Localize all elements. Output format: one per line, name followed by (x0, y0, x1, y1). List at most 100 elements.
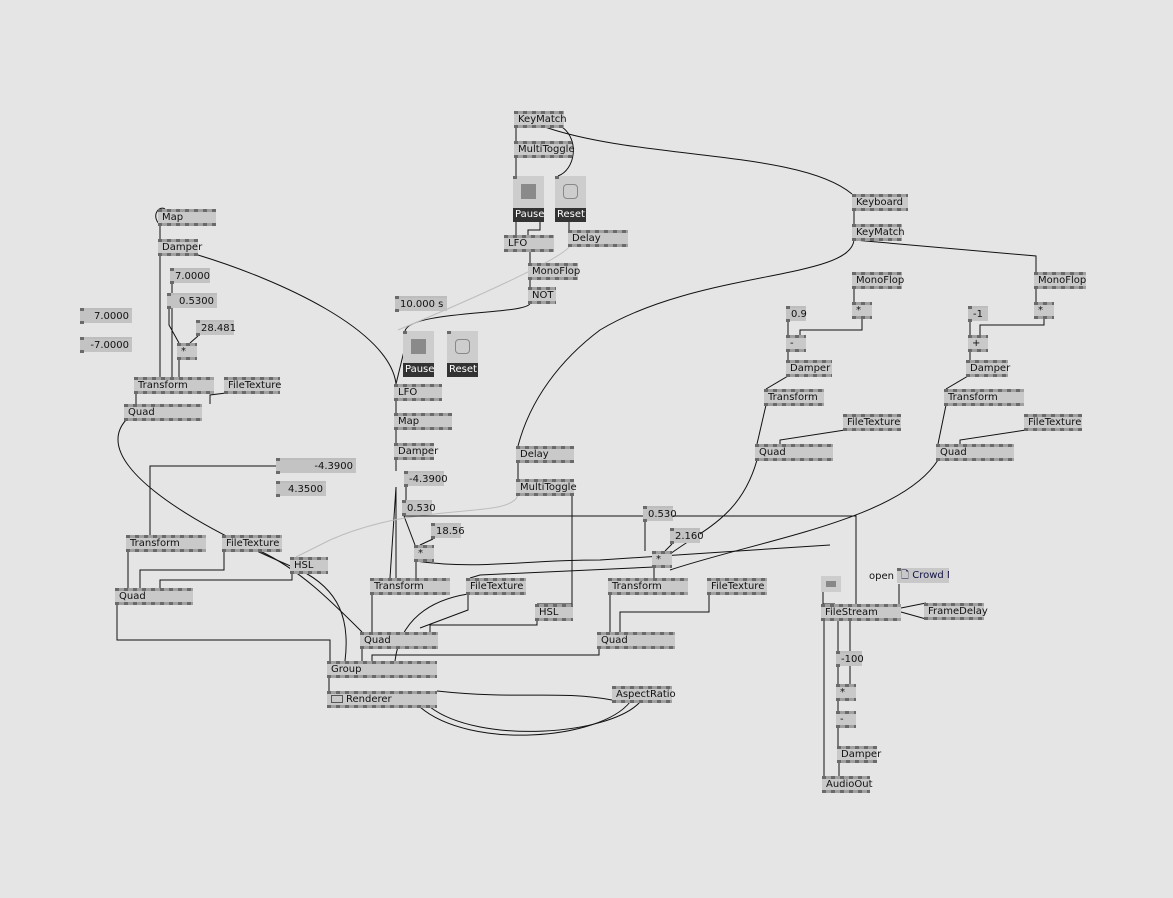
patch-link[interactable] (537, 495, 573, 605)
button-face[interactable] (403, 331, 434, 363)
patch-link[interactable] (661, 459, 758, 561)
patch-link[interactable] (469, 566, 655, 579)
node-damper[interactable]: Damper (786, 360, 832, 377)
patch-link[interactable] (959, 429, 1027, 444)
patch-link[interactable] (403, 515, 416, 546)
node-value[interactable]: * (652, 551, 672, 568)
value-iobox[interactable]: -4.3900 (404, 471, 448, 487)
node-damper[interactable]: Damper (394, 443, 438, 460)
patch-link[interactable] (429, 620, 538, 632)
node-monoflop[interactable]: MonoFlop (1034, 272, 1086, 289)
value-iobox[interactable]: 18.56 (431, 523, 465, 539)
patch-link[interactable] (404, 515, 857, 604)
patch-link[interactable] (168, 309, 180, 344)
patch-link[interactable] (149, 465, 278, 535)
node-quad[interactable]: Quad (755, 444, 833, 461)
node-keyboard[interactable]: Keyboard (852, 194, 908, 211)
node-damper[interactable]: Damper (158, 239, 202, 256)
patch-link[interactable] (900, 602, 927, 609)
node-quad[interactable]: Quad (124, 404, 202, 421)
patch-link[interactable] (527, 222, 541, 235)
node-audioout[interactable]: AudioOut (822, 776, 873, 793)
patch-link[interactable] (765, 375, 789, 390)
node-filetexture[interactable]: FileTexture (1024, 414, 1082, 431)
patch-link[interactable] (669, 459, 939, 571)
node-not[interactable]: NOT (528, 287, 556, 304)
patch-link[interactable] (517, 239, 855, 447)
node-quad[interactable]: Quad (597, 632, 675, 649)
node-multitoggle[interactable]: MultiToggle (516, 479, 577, 496)
patch-link[interactable] (259, 550, 363, 633)
node-value[interactable]: - (786, 335, 806, 352)
patch-link[interactable] (557, 126, 574, 177)
patch-link[interactable] (371, 648, 600, 661)
patch-link[interactable] (419, 701, 631, 736)
patch-link[interactable] (664, 543, 673, 552)
value-iobox[interactable]: 0.9 (786, 306, 807, 322)
value-iobox[interactable]: -7.0000 (80, 337, 132, 353)
node-map[interactable]: Map (158, 209, 216, 226)
filename-string-iobox[interactable]: 🗋 Crowd N (897, 568, 949, 583)
toggle-iobox[interactable] (821, 576, 841, 592)
node-quad[interactable]: Quad (115, 588, 193, 605)
node-damper[interactable]: Damper (837, 746, 881, 763)
node-delay[interactable]: Delay (516, 446, 574, 463)
node-monoflop[interactable]: MonoFlop (852, 272, 904, 289)
node-lfo[interactable]: LFO (394, 384, 442, 401)
value-iobox[interactable]: 10.000 s (395, 296, 447, 312)
node-monoflop[interactable]: MonoFlop (528, 263, 580, 280)
patch-link[interactable] (394, 593, 469, 662)
node-map[interactable]: Map (394, 413, 452, 430)
node-quad[interactable]: Quad (360, 632, 438, 649)
patch-link[interactable] (900, 611, 927, 620)
value-iobox[interactable]: 4.3500 (276, 481, 326, 497)
node-transform[interactable]: Transform (608, 578, 688, 595)
node-keymatch[interactable]: KeyMatch (852, 224, 905, 241)
patch-link[interactable] (159, 573, 293, 588)
button-face[interactable] (513, 176, 544, 208)
node-value[interactable]: - (836, 711, 856, 728)
node-value[interactable]: * (1034, 302, 1054, 319)
button-face[interactable] (555, 176, 586, 208)
node-transform[interactable]: Transform (370, 578, 450, 595)
patch-link[interactable] (937, 404, 947, 445)
value-iobox[interactable]: -1 (968, 306, 988, 322)
value-iobox[interactable]: -100 (836, 651, 864, 667)
patch-link[interactable] (436, 690, 613, 701)
node-transform[interactable]: Transform (134, 377, 214, 394)
node-transform[interactable]: Transform (126, 535, 206, 552)
node-filetexture[interactable]: FileTexture (466, 578, 526, 595)
patch-link[interactable] (139, 551, 225, 588)
patch-link[interactable] (397, 245, 571, 331)
node-renderer[interactable]: Renderer (327, 691, 437, 708)
node-filetexture[interactable]: FileTexture (707, 578, 767, 595)
patch-link[interactable] (429, 701, 641, 732)
patch-link[interactable] (419, 594, 469, 629)
patch-link[interactable] (389, 486, 397, 579)
patch-link[interactable] (756, 404, 767, 445)
node-filetexture[interactable]: FileTexture (224, 377, 281, 394)
patch-link[interactable] (189, 335, 199, 344)
node-multitoggle[interactable]: MultiToggle (514, 141, 575, 158)
patch-link[interactable] (619, 594, 710, 632)
patch-link[interactable] (116, 604, 331, 661)
node-damper[interactable]: Damper (966, 360, 1010, 377)
node-framedelay[interactable]: FrameDelay (924, 603, 988, 620)
value-iobox[interactable]: 0.530 (402, 500, 436, 516)
patch-link[interactable] (419, 538, 434, 546)
node-transform[interactable]: Transform (944, 389, 1024, 406)
node-hsl[interactable]: HSL (290, 557, 328, 574)
node-value[interactable]: * (852, 302, 872, 319)
node-value[interactable]: * (414, 545, 434, 562)
patch-link[interactable] (197, 254, 397, 385)
value-iobox[interactable]: 2.160 (670, 528, 704, 544)
node-group[interactable]: Group (327, 661, 437, 678)
value-iobox[interactable]: 7.0000 (80, 308, 132, 324)
node-lfo[interactable]: LFO (504, 235, 554, 252)
node-hsl[interactable]: HSL (535, 604, 573, 621)
node-delay[interactable]: Delay (568, 230, 628, 247)
node-filestream[interactable]: FileStream (821, 604, 901, 621)
node-filetexture[interactable]: FileTexture (843, 414, 901, 431)
node-value[interactable]: * (836, 684, 856, 701)
value-iobox[interactable]: 28.481 (196, 320, 236, 336)
